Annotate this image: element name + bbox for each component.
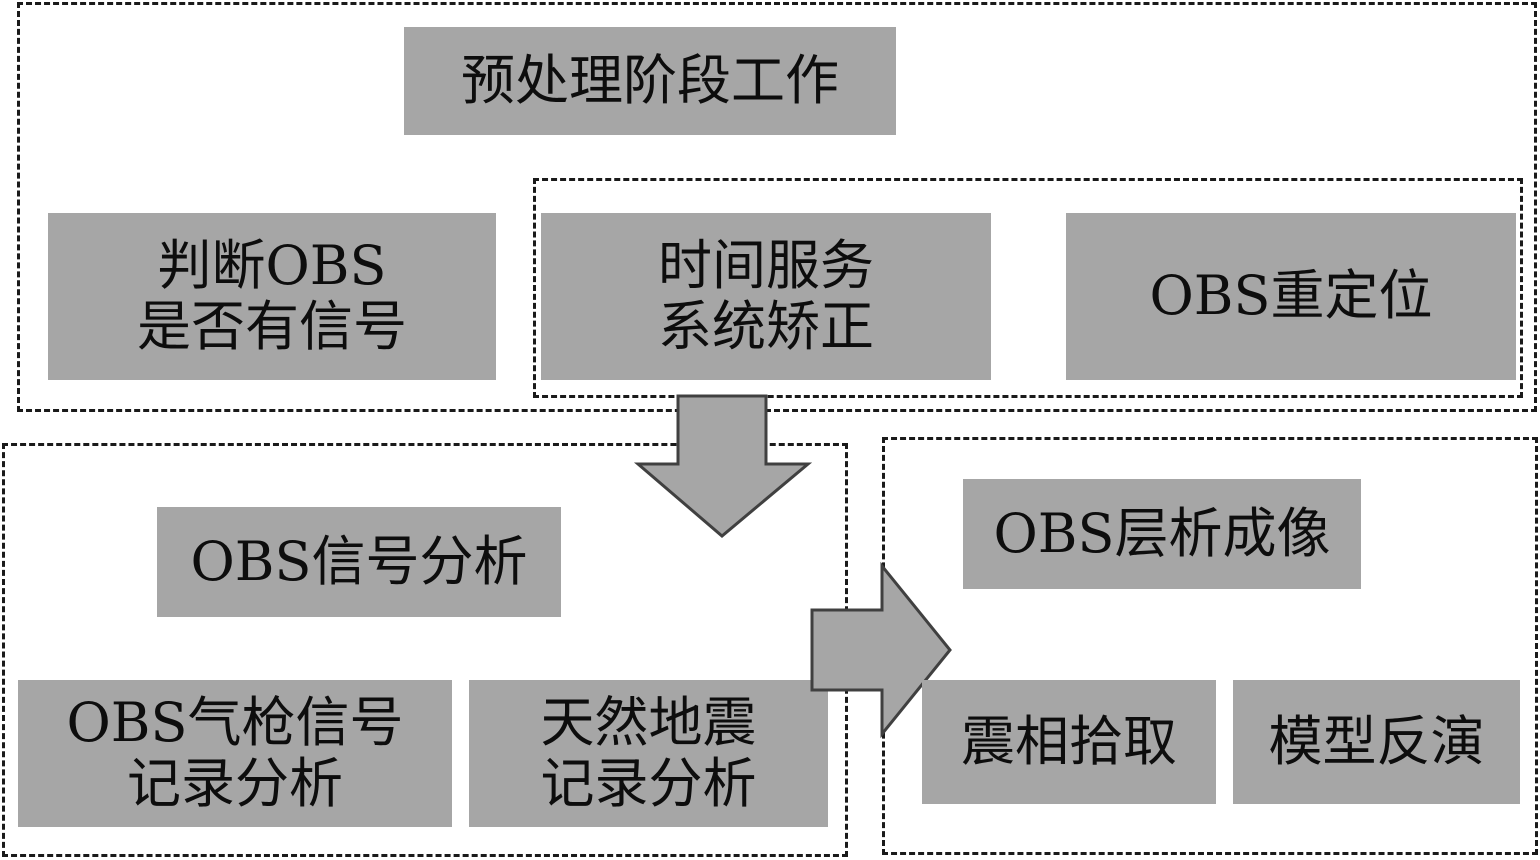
inversion-box: 模型反演 — [1233, 680, 1520, 804]
preprocessing-region — [17, 2, 1537, 412]
check-signal-box: 判断OBS 是否有信号 — [48, 213, 496, 380]
relocation-box: OBS重定位 — [1066, 213, 1516, 380]
signal-analysis-title-box: OBS信号分析 — [157, 507, 561, 617]
preprocessing-title-box: 预处理阶段工作 — [404, 27, 896, 135]
right-arrow — [810, 561, 952, 739]
down-arrow-shape — [633, 394, 813, 538]
tomography-title-box: OBS层析成像 — [963, 479, 1361, 589]
earthquake-analysis-box: 天然地震 记录分析 — [469, 680, 828, 827]
time-correction-box: 时间服务 系统矫正 — [541, 213, 991, 380]
phase-picking-box: 震相拾取 — [922, 680, 1216, 804]
down-arrow — [633, 394, 813, 538]
airgun-analysis-box: OBS气枪信号 记录分析 — [18, 680, 452, 827]
right-arrow-shape — [810, 561, 952, 739]
time-relocation-region — [533, 178, 1523, 398]
